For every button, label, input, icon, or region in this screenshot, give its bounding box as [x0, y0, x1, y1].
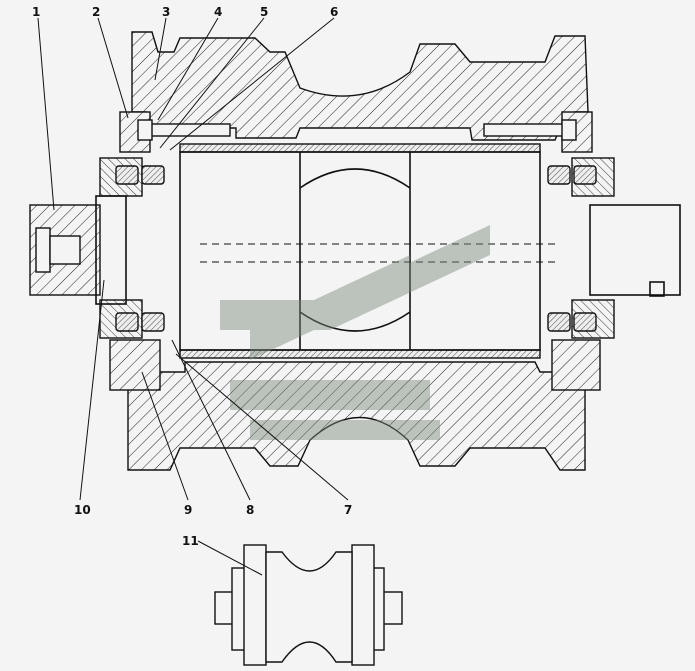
roller-exterior-view	[214, 544, 403, 666]
callout-1: 1	[32, 5, 40, 19]
leader-lines	[37, 17, 349, 576]
roller-body-upper	[131, 31, 589, 141]
callout-4: 4	[214, 5, 222, 19]
callout-7: 7	[344, 503, 352, 517]
callout-3: 3	[162, 5, 170, 19]
seal-rings	[115, 165, 597, 332]
axle	[29, 151, 681, 351]
watermark-logo	[220, 225, 490, 440]
callout-2: 2	[92, 5, 100, 19]
callout-6: 6	[330, 5, 338, 19]
callout-10: 10	[74, 503, 91, 517]
callout-11: 11	[182, 534, 199, 548]
right-cover-section	[551, 111, 615, 391]
callout-9: 9	[184, 503, 192, 517]
callout-8: 8	[246, 503, 254, 517]
bolts	[137, 119, 577, 141]
left-cover-section	[99, 111, 161, 391]
roller-body-lower	[127, 361, 586, 471]
callout-5: 5	[260, 5, 268, 19]
